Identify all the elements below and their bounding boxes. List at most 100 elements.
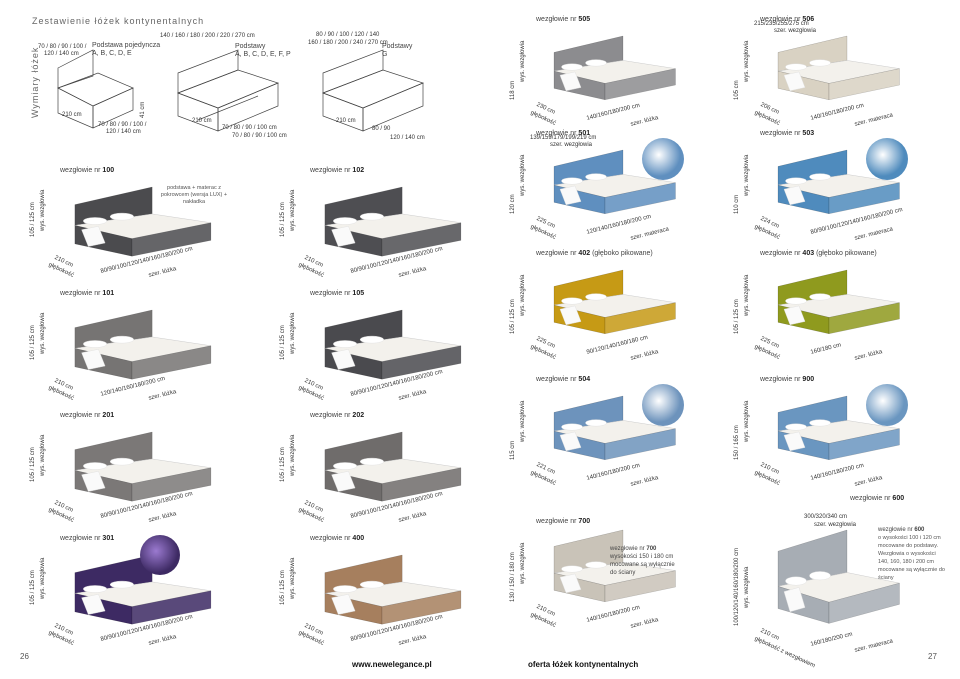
bed-illustration xyxy=(777,35,900,101)
bed-height: 105 / 125 cm xyxy=(280,447,286,482)
footer-url[interactable]: www.newelegance.pl xyxy=(352,660,432,669)
bed-width-label: szer. łóżka xyxy=(398,389,427,402)
bed-height-label: wys. wezgłowia xyxy=(40,557,46,599)
bed-title: wezgłowie nr 403 (głęboko pikowane) xyxy=(760,250,877,257)
bed-title-nr: 700 xyxy=(578,518,591,525)
bed-height: 150 / 165 cm xyxy=(734,425,740,460)
bed-title-nr: 503 xyxy=(802,130,815,137)
bed-illustration xyxy=(553,149,676,215)
bed-title-word: wezgłowie nr xyxy=(310,167,351,174)
note-700-text: wysokości 150 i 180 cm mocowane są wyłąc… xyxy=(610,554,675,576)
bed-title-suffix: (głęboko pikowane) xyxy=(816,250,877,257)
bed-title-word: wezgłowie nr xyxy=(760,376,801,383)
bed-card-402: wezgłowie nr 402 (głęboko pikowane) 105 … xyxy=(510,248,700,364)
bed-title-word: wezgłowie nr xyxy=(536,250,577,257)
fabric-swatch xyxy=(642,384,684,426)
bed-width-label: szer. łóżka xyxy=(630,617,659,630)
bed-height-label: wys. wezgłowia xyxy=(40,312,46,354)
bed-height-label: wys. wezgłowia xyxy=(40,434,46,476)
overview-title: Zestawienie łóżek kontynentalnych xyxy=(32,16,205,26)
bed-image xyxy=(754,140,904,222)
bed-widths: 160/180 cm xyxy=(810,342,842,356)
bed-title-nr: 201 xyxy=(102,412,115,419)
bed-width-label: szer. materaca xyxy=(854,226,894,242)
bed-width-label: szer. łóżka xyxy=(630,349,659,362)
variant1-depth: 210 cm xyxy=(62,112,82,118)
bed-top-width: 215/235/255/275 cm xyxy=(754,21,809,27)
bed-height-label: wys. wezgłowia xyxy=(520,400,526,442)
bed-height: 105 / 125 cm xyxy=(280,202,286,237)
bed-title-word: wezgłowie nr xyxy=(760,250,801,257)
variant2-codes: A, B, C, D, E, F, P xyxy=(235,51,291,58)
variant2-depth: 210 cm xyxy=(192,118,212,124)
note-700-nr: 700 xyxy=(646,546,657,552)
bed-title: wezgłowie nr 102 xyxy=(310,167,364,174)
note-600-title: wezgłowie nr xyxy=(878,527,913,533)
variant1-name: Podstawa pojedyncza xyxy=(92,42,161,49)
bed-title-word: wezgłowie nr xyxy=(310,412,351,419)
bed-height: 105 / 125 cm xyxy=(734,299,740,334)
bed-width-label: szer. łóżka xyxy=(148,266,177,279)
bed-top-label: szer. wezgłowia xyxy=(550,142,593,148)
bed-image xyxy=(530,26,680,108)
bed-illustration xyxy=(74,309,212,380)
bed-title-word: wezgłowie nr xyxy=(760,130,801,137)
bed-title-suffix: (głęboko pikowane) xyxy=(592,250,653,257)
bed-illustration xyxy=(777,149,900,215)
bed-image xyxy=(48,422,216,510)
bed-height: 105 / 125 cm xyxy=(30,570,36,605)
bed-top-width: 300/320/340 cm xyxy=(804,514,848,520)
bed-image xyxy=(530,260,680,342)
bed-height-label: wys. wezgłowia xyxy=(744,274,750,316)
overview-diagrams xyxy=(38,28,478,148)
bed-title-nr: 403 xyxy=(802,250,815,257)
bed-title: wezgłowie nr 105 xyxy=(310,290,364,297)
bed-height: 130 / 150 / 180 cm xyxy=(510,552,516,602)
overview-diagram-art xyxy=(57,49,425,132)
bed-title-nr: 501 xyxy=(578,130,591,137)
variant2-widths2: 70 / 80 / 90 / 100 cm xyxy=(232,133,287,139)
bed-width-label: szer. łóżka xyxy=(148,511,177,524)
bed-image xyxy=(754,26,904,108)
bed-title-word: wezgłowie nr xyxy=(60,535,101,542)
bed-height-label: wys. wezgłowia xyxy=(520,274,526,316)
bed-title: wezgłowie nr 700 xyxy=(536,518,590,525)
variant2-name: Podstawy xyxy=(235,43,266,50)
page-number-left: 26 xyxy=(20,652,29,661)
variant2-top-widths: 140 / 160 / 180 / 200 / 220 / 270 cm xyxy=(160,33,255,39)
heading-600-nr: 600 xyxy=(892,495,905,502)
bed-height: 105 cm xyxy=(734,80,740,100)
bed-title-nr: 301 xyxy=(102,535,115,542)
bed-title-word: wezgłowie nr xyxy=(760,16,801,23)
bed-illustration xyxy=(74,431,212,502)
bed-width-label: szer. materaca xyxy=(854,638,894,654)
bed-top-width: 139/159/179/199/219 cm xyxy=(530,135,597,141)
heading-600: wezgłowie nr 600 xyxy=(850,495,904,502)
bed-width-label: szer. materaca xyxy=(630,226,670,242)
bed-illustration xyxy=(553,269,676,335)
bed-depth-label: głębokość z wezgłowiem xyxy=(753,636,816,670)
bed-illustration xyxy=(553,35,676,101)
variant2-widths: 70 / 80 / 90 / 100 cm xyxy=(222,125,277,131)
bed-image xyxy=(298,300,466,388)
heading-600-title: wezgłowie nr xyxy=(850,495,891,502)
bed-image xyxy=(48,177,216,265)
bed-width-label: szer. łóżka xyxy=(854,349,883,362)
variant3-top-widths2: 160 / 180 / 200 / 240 / 270 cm xyxy=(308,40,388,46)
bed-height-label: wys. wezgłowia xyxy=(520,154,526,196)
bed-height-label: wys. wezgłowia xyxy=(744,40,750,82)
bed-top-label: szer. wezgłowia xyxy=(814,522,857,528)
bed-title-word: wezgłowie nr xyxy=(536,130,577,137)
bed-height-label: wys. wezgłowia xyxy=(520,542,526,584)
fabric-swatch xyxy=(140,535,180,575)
bed-title-nr: 105 xyxy=(352,290,365,297)
bed-illustration xyxy=(777,395,900,461)
bed-title-word: wezgłowie nr xyxy=(310,290,351,297)
